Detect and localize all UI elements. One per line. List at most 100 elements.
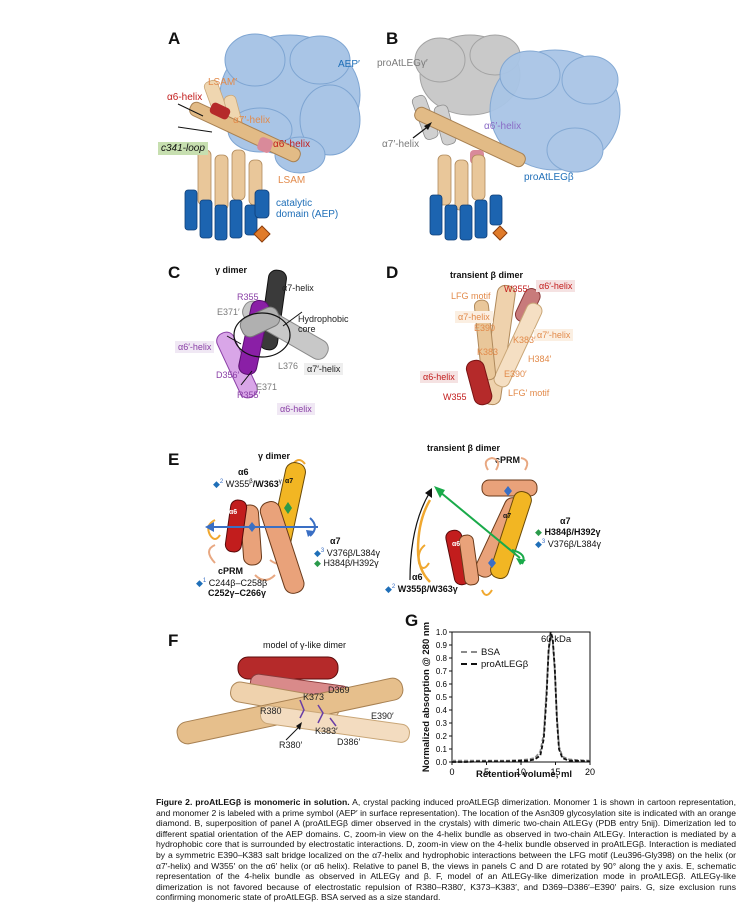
f-d369-label: D369 (328, 685, 350, 695)
g-legend-swatch-1 (461, 663, 477, 665)
hydrophobic-core-circle (233, 312, 291, 358)
e-left-a6-sup: 2 (219, 479, 224, 485)
a6-helix-prime-label-b: α6′-helix (484, 121, 522, 132)
e-left-a6-sup-b: β (249, 479, 253, 485)
d-w355-label: W355 (443, 392, 467, 402)
panel-b-label: B (386, 29, 399, 48)
lsam-cartoon (197, 149, 263, 211)
d-e390-prime-label: E390′ (504, 369, 527, 379)
c-e371-label: E371 (256, 382, 278, 392)
e-right-a6-title: α6 (412, 572, 423, 582)
g-ytick-label-9: 0.9 (436, 641, 448, 650)
e-left-a7-line1: ◆3 V376β/L384γ (314, 548, 380, 558)
proalegy-gray-surface (414, 34, 521, 116)
d-w355-prime-label: W355′ (504, 284, 530, 294)
c341-loop-label: c341-loop (158, 142, 208, 155)
proalegb-label: proAtLEGβ (524, 172, 574, 183)
panel-e-label: E (168, 450, 180, 469)
e-left-a7-line2: ◆ H384β/H392γ (314, 558, 379, 568)
e-left-a6-line: ◆2 W355β/W363γ (213, 479, 282, 489)
g-xtick-label-4: 20 (585, 767, 595, 777)
g-legend-swatch-0 (461, 651, 477, 653)
catalytic-domain-cartoon (184, 189, 270, 241)
e-right-a7-line2: ◆3 V376β/L384γ (535, 539, 601, 549)
e-left-a7-line1-sup: 3 (320, 548, 325, 554)
proalegy-label: proAtLEGγ′ (377, 58, 428, 69)
e-left-helix-a7: α7 (285, 478, 294, 485)
panel-e-left-title: γ dimer (258, 451, 291, 461)
e-right-a7-line2-sup: 3 (541, 539, 546, 545)
g-ytick-label-1: 0.1 (436, 745, 448, 754)
f-r380-prime-label: R380′ (279, 740, 303, 750)
aep-prime-label: AEP′ (338, 59, 360, 70)
panel-d-title: transient β dimer (450, 270, 524, 280)
d-a7-helix-label: α7-helix (455, 311, 493, 323)
catalytic-domain-label: domain (AEP) (276, 209, 339, 220)
c-a6-helix-prime-label: α6′-helix (175, 341, 215, 353)
panel-c-label: C (168, 263, 181, 282)
e-right-a7-line2-text: V376β/L384γ (547, 539, 601, 549)
c-core-label: core (298, 324, 316, 334)
e-left-cprm-line1-sup: 1 (202, 578, 207, 584)
e-left-a7-title: α7 (330, 536, 341, 546)
g-ytick-label-0: 0.0 (436, 758, 448, 767)
aep-surface-b (489, 49, 621, 173)
f-r380-label: R380 (260, 706, 282, 716)
c-r355-label: R355 (237, 292, 259, 302)
e-left-cprm-line1-text: C244β–C258β (208, 578, 268, 588)
f-d386-prime-label: D386′ (337, 737, 361, 747)
g-ytick-label-2: 0.2 (436, 732, 448, 741)
lsam-label: LSAM (278, 175, 306, 186)
caption-title: Figure 2. proAtLEGβ is monomeric in solu… (156, 797, 350, 807)
e-left-cprm-title: cPRM (218, 566, 244, 576)
g-ylabel: Normalized absorption @ 280 nm (421, 621, 433, 773)
g-ytick-label-8: 0.8 (436, 654, 448, 663)
e-right-helix-a6: α6 (452, 541, 461, 548)
g-xlabel: Retention volume, ml (476, 769, 573, 780)
e-left-cprm-line2: C252γ–C266γ (208, 588, 267, 598)
e-right-a7-line1-text: H384β/H392γ (544, 527, 601, 537)
e-right-a6-text: W355β/W363γ (397, 584, 458, 594)
f-e390-prime-label: E390′ (371, 711, 394, 721)
c-r355-prime-label: R355′ (237, 390, 261, 400)
c-l376-label: L376 (278, 361, 299, 371)
f-k383-prime-label: K383′ (315, 726, 338, 736)
panel-e-right-title: transient β dimer (427, 443, 501, 453)
a7-helix-prime-label-b: α7′-helix (382, 139, 420, 150)
panel-d-label: D (386, 263, 399, 282)
a6-helix-prime-label-a: α6′-helix (273, 139, 311, 150)
g-ytick-label-3: 0.3 (436, 719, 448, 728)
d-a7-helix-prime-label: α7′-helix (534, 329, 574, 341)
e-left-cprm-line1: ◆1 C244β–C258β (196, 578, 268, 588)
panel-f-title: model of γ-like dimer (263, 640, 347, 650)
g-ytick-label-5: 0.5 (436, 693, 448, 702)
panel-g-label: G (405, 611, 419, 630)
lsam-prime-label: LSAM′ (208, 77, 238, 88)
g-legend-item-0: BSA (461, 646, 528, 658)
a7-helix-prime-label: α7′-helix (233, 115, 271, 126)
d-a6-helix-label: α6-helix (420, 371, 458, 383)
c-e371-prime-label: E371′ (217, 307, 240, 317)
g-legend-label-0: BSA (481, 646, 501, 658)
g-annotation: 60 kDa (541, 634, 572, 645)
d-lfg-motif-prime-label: LFG′ motif (508, 388, 550, 398)
figure-caption: Figure 2. proAtLEGβ is monomeric in solu… (156, 797, 736, 903)
e-right-a6-sup: 2 (391, 584, 396, 590)
c-hydrophobic-label: Hydrophobic (298, 314, 349, 324)
g-xtick-label-0: 0 (449, 767, 454, 777)
panel-c-title: γ dimer (215, 265, 248, 275)
panel-f-label: F (168, 631, 179, 650)
c-a7-helix-label: α7-helix (282, 283, 314, 293)
e-left-a7-line2-text: H384β/H392γ (323, 558, 379, 568)
c-a7-helix-prime-label: α7′-helix (304, 363, 344, 375)
e-left-a6-res-2: /W363 (252, 479, 279, 489)
glycosylation-diamond-icon (253, 225, 271, 243)
d-e390-label: E390 (474, 323, 496, 333)
c-d356-prime-label: D356′ (216, 370, 240, 380)
e-left-a6-title: α6 (238, 467, 249, 477)
